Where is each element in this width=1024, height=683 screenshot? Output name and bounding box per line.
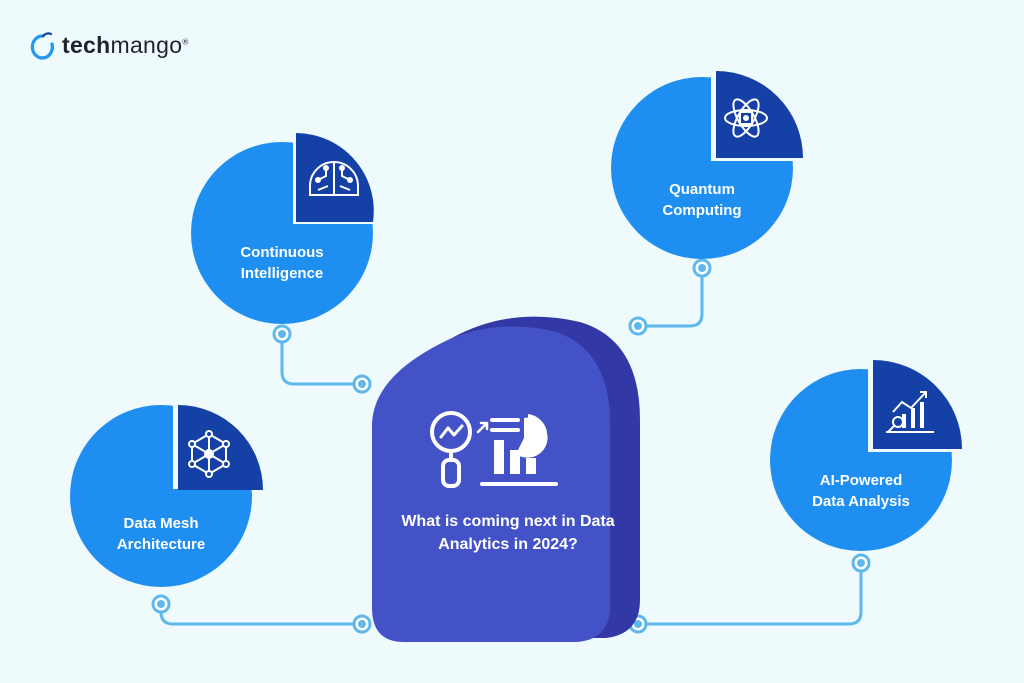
node-label-continuous-intelligence: Continuous Intelligence xyxy=(212,242,352,284)
atom-chip-icon xyxy=(724,98,768,138)
node-label-line: Data Mesh xyxy=(123,515,199,532)
connector-ai-powered xyxy=(638,563,863,626)
node-label-line: Intelligence xyxy=(240,265,324,282)
dot xyxy=(352,374,372,394)
dot xyxy=(352,614,372,634)
node-label-line: AI-Powered xyxy=(819,472,903,489)
brand-name-light: mango xyxy=(110,31,183,58)
node-label-data-mesh: Data Mesh Architecture xyxy=(91,513,231,555)
connector-quantum-computing xyxy=(638,268,704,328)
node-data-mesh xyxy=(70,400,264,587)
growth-chart-icon xyxy=(886,391,934,433)
brand-wordmark: techmango® xyxy=(62,32,189,59)
dot xyxy=(272,324,292,344)
node-label-line: Data Analysis xyxy=(812,493,910,510)
analytics-search-icon xyxy=(430,411,558,488)
dot xyxy=(151,594,171,614)
connector-dots xyxy=(151,258,871,634)
dot xyxy=(628,316,648,336)
connector-data-mesh xyxy=(159,604,362,626)
node-label-line: Continuous xyxy=(240,244,324,261)
center-card xyxy=(372,316,640,642)
node-label-line: Architecture xyxy=(116,536,206,553)
center-title: What is coming next in Data Analytics in… xyxy=(401,513,615,553)
dot xyxy=(692,258,712,278)
network-graph-icon xyxy=(188,430,230,478)
node-label-line: Quantum xyxy=(669,181,735,198)
node-label-quantum-computing: Quantum Computing xyxy=(632,179,772,221)
node-label-line: Computing xyxy=(662,202,742,219)
node-quantum-computing xyxy=(611,66,807,259)
node-ai-powered xyxy=(770,355,965,551)
brand-name-bold: tech xyxy=(62,31,111,58)
node-label-ai-powered: AI-Powered Data Analysis xyxy=(786,470,936,512)
connector-continuous-intelligence xyxy=(280,334,362,386)
brain-circuit-icon xyxy=(309,161,359,196)
mango-logo-icon xyxy=(30,32,54,60)
node-continuous-intelligence xyxy=(191,128,380,324)
dot xyxy=(851,553,871,573)
brand-logo[interactable]: techmango® xyxy=(30,28,189,62)
trademark-symbol: ® xyxy=(182,36,189,46)
